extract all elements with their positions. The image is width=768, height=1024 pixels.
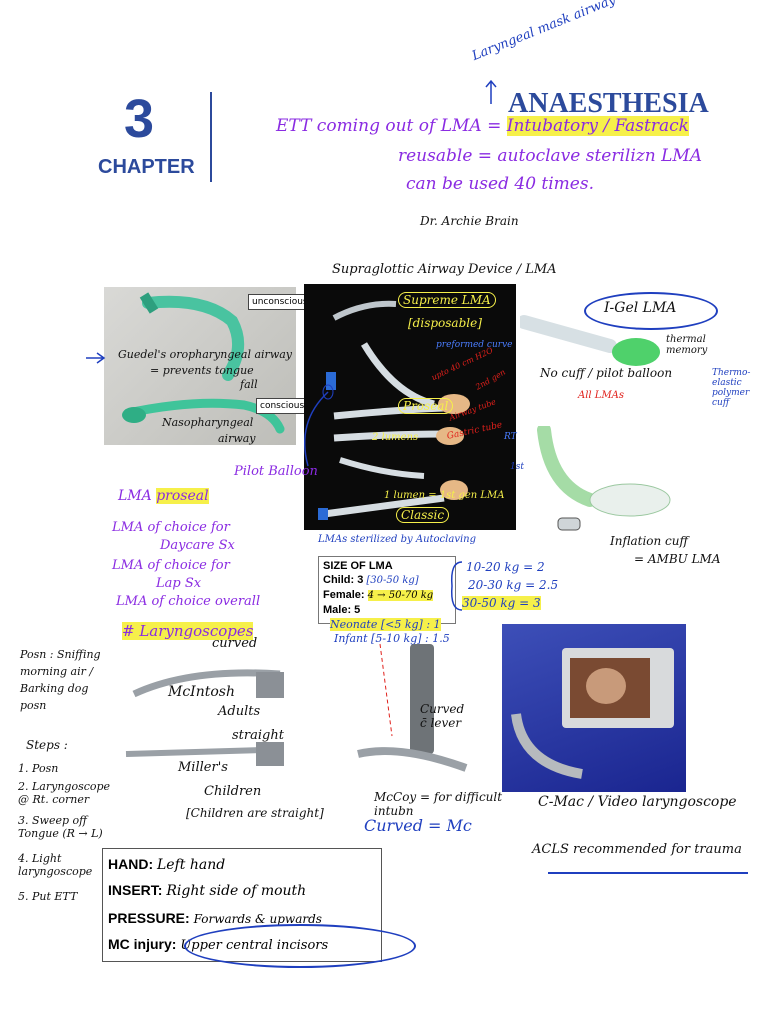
supreme-label: Supreme LMA [398,292,496,308]
children-label: Children [204,784,262,799]
proseal-label: Proseal [398,398,454,414]
acls-underline [548,872,748,874]
macintosh-label: McIntosh [168,684,235,700]
size-child: Child: 3 [30-50 kg] [323,574,419,586]
size-title: SIZE OF LMA [323,560,393,572]
acls-label: ACLS recommended for trauma [532,842,742,857]
naso-label: Nasopharyngeal [162,416,254,429]
thermo-label: Thermo-elastic polymer cuff [712,368,751,408]
pilot-balloon-label: Pilot Balloon [234,464,318,479]
miller-blade [124,738,286,768]
step-1: 1. Posn [18,762,59,775]
first-gen-note: 1st [510,462,524,472]
airway-illustration [122,292,285,434]
disposable-label: [disposable] [408,316,482,330]
thermal-label: thermal memory [666,334,708,356]
proseal-choice-1b: Daycare Sx [160,538,235,553]
classic-label: Classic [396,507,450,523]
miller-illustration [125,742,284,766]
guedel-note-2: fall [240,378,258,391]
lma-photo [304,284,516,530]
chapter-label: CHAPTER [98,156,195,178]
proseal-choice-3: LMA of choice overall [116,594,261,609]
unconscious-label: unconscious [248,294,312,310]
ett-note: ETT coming out of LMA = Intubatory / Fas… [276,116,689,136]
size-20-30: 20-30 kg = 2.5 [468,578,559,592]
hand-row: HAND: Left hand [108,856,226,873]
position-note: Posn : Sniffing morning air / Barking do… [20,648,101,712]
igel-label: I-Gel LMA [604,300,677,316]
lma-size-box: SIZE OF LMA Child: 3 [30-50 kg] Female: … [318,556,456,624]
lumen1-label: 1 lumen = 1st gen LMA [384,490,505,501]
no-cuff-label: No cuff / pilot balloon [540,366,673,380]
inflation-label: Inflation cuff [610,534,689,548]
cmac-label: C-Mac / Video laryngoscope [538,794,737,810]
size-bracket [450,561,463,611]
left-margin-arrow [86,352,106,364]
preformed-label: preformed curve [436,340,513,350]
size-male: Male: 5 [323,604,361,616]
step-5: 5. Put ETT [18,890,78,903]
curved-mc-label: Curved = Mc [364,816,472,835]
autoclave-note: LMAs sterilized by Autoclaving [318,534,477,545]
step-2: 2. Laryngoscope @ Rt. corner [18,780,111,806]
proseal-choice-2b: Lap Sx [156,576,202,591]
mccoy-illustration [357,643,468,772]
chapter-title: ANAESTHESIA [508,88,709,119]
title-note: Laryngeal mask airway [470,0,618,64]
ambu-photo [530,426,680,546]
size-30-50: 30-50 kg = 3 [462,596,541,610]
step-3: 3. Sweep off Tongue (R → L) [18,814,103,840]
chapter-divider [210,92,212,182]
airway-photo [104,287,296,445]
mc-injury-circle [184,924,416,968]
proseal-choice-2: LMA of choice for [112,558,230,573]
times-note: can be used 40 times. [406,174,594,194]
mccoy-photo [350,636,478,788]
archie-brain: Dr. Archie Brain [420,214,519,228]
cmac-photo [502,624,686,792]
igel-photo [520,300,664,372]
sad-heading: Supraglottic Airway Device / LMA [332,262,557,277]
size-infant: Infant [5-10 kg] : 1.5 [334,632,450,645]
size-neonate: Neonate [<5 kg] : 1 [330,618,441,631]
curved-lever-label: Curved c̄ lever [420,702,465,730]
guedel-label: Guedel's oropharyngeal airway [118,348,293,361]
title-arrow [485,79,497,104]
laryngoscope-heading: # Laryngoscopes [122,622,254,640]
mccoy-label: McCoy = for difficult intubn [374,790,503,818]
size-10-20: 10-20 kg = 2 [466,560,545,574]
proseal-choice-1: LMA of choice for [112,520,230,535]
adults-label: Adults [218,704,261,719]
lumens-label: 2 lumens [372,432,419,443]
children-note: [Children are straight] [186,806,324,820]
cmac-illustration [511,648,674,779]
igel-illustration [520,315,660,366]
curved-label: curved [212,636,258,651]
steps-title: Steps : [26,738,68,752]
reusable-note: reusable = autoclave sterilizn LMA [398,146,703,166]
igel-oval [584,292,718,330]
pressure-row: PRESSURE: Forwards & upwards [108,910,322,926]
ambu-label: = AMBU LMA [634,552,721,566]
macintosh-illustration [132,669,284,698]
pilot-pointer [304,384,334,467]
fastrack-highlight: Intubatory / Fastrack [506,116,689,136]
millers-label: Miller's [178,760,228,775]
ambu-illustration [537,426,671,531]
guedel-note: = prevents tongue [150,364,254,377]
rt-label: RT [504,432,517,442]
chapter-number: 3 [124,89,155,149]
step-4: 4. Light laryngoscope [18,852,93,878]
insert-row: INSERT: Right side of mouth [108,882,307,899]
macintosh-blade [130,664,286,706]
proseal-heading: LMA proseal [118,488,209,504]
all-lmas-label: All LMAs [578,390,625,401]
naso-label-2: airway [218,432,256,445]
straight-label: straight [232,728,284,743]
size-female: Female: 4 → 50-70 kg [323,589,434,601]
